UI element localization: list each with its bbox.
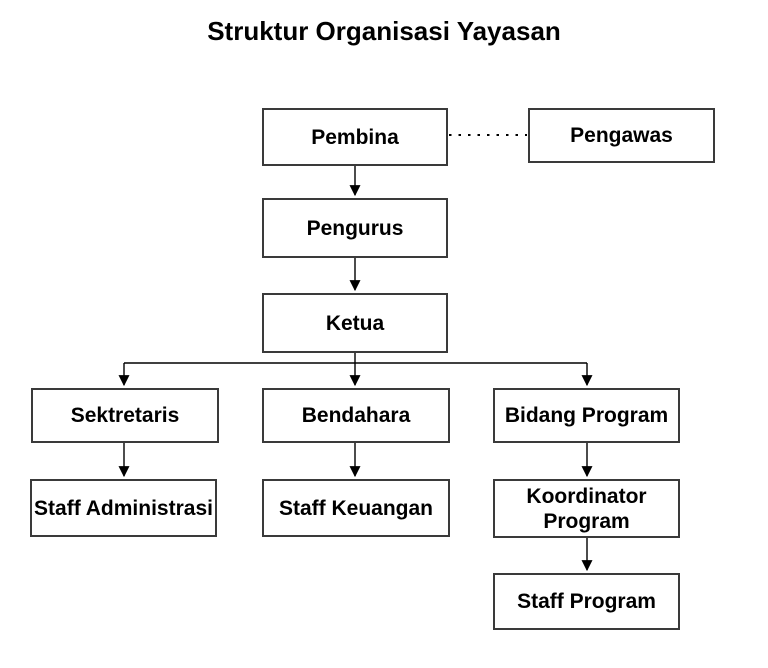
node-pembina: Pembina — [262, 108, 448, 166]
node-pengawas-label: Pengawas — [570, 124, 673, 147]
node-koordinator-program: Koordinator Program — [493, 479, 680, 538]
node-bendahara: Bendahara — [262, 388, 450, 443]
node-staff-administrasi-label: Staff Administrasi — [34, 496, 213, 520]
node-sektretaris-label: Sektretaris — [70, 404, 180, 427]
node-staff-keuangan-label: Staff Keuangan — [278, 496, 433, 520]
node-pembina-label: Pembina — [311, 125, 399, 149]
node-ketua: Ketua — [262, 293, 448, 353]
node-ketua-label: Ketua — [325, 311, 385, 335]
node-pengurus: Pengurus — [262, 198, 448, 258]
edge-ketua-branch — [124, 353, 587, 364]
node-bendahara-label: Bendahara — [301, 404, 411, 427]
node-staff-keuangan: Staff Keuangan — [262, 479, 450, 537]
node-staff-administrasi: Staff Administrasi — [30, 479, 217, 537]
node-sektretaris: Sektretaris — [31, 388, 219, 443]
node-staff-program-label: Staff Program — [517, 590, 656, 613]
node-koordinator-program-label: Koordinator Program — [526, 484, 647, 533]
node-pengurus-label: Pengurus — [306, 216, 404, 240]
node-bidang-program: Bidang Program — [493, 388, 680, 443]
node-pengawas: Pengawas — [528, 108, 715, 163]
node-staff-program: Staff Program — [493, 573, 680, 630]
node-bidang-program-label: Bidang Program — [504, 404, 669, 427]
chart-title: Struktur Organisasi Yayasan — [207, 16, 561, 46]
